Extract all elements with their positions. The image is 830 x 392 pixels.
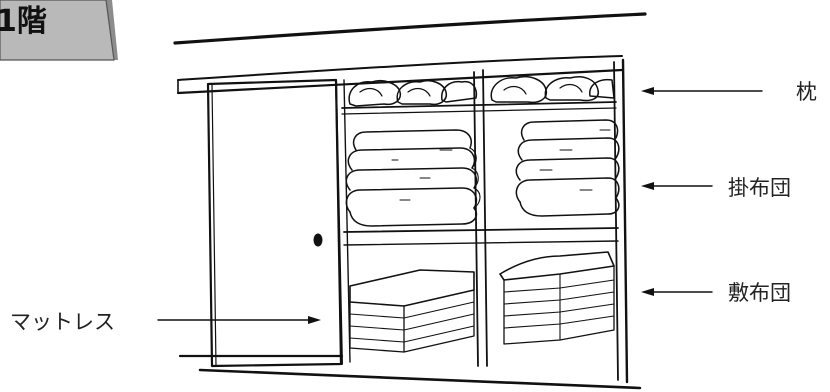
pillow-label: 枕	[796, 80, 817, 104]
ceiling	[175, 14, 645, 93]
closet-frame	[180, 60, 640, 388]
mattress-label: マットレス	[10, 310, 115, 334]
pillow-arrow	[641, 87, 762, 95]
futon-label: 敷布団	[728, 281, 791, 305]
mattress-arrow	[158, 316, 321, 324]
door-handle	[314, 234, 323, 247]
callout-arrows	[158, 87, 762, 324]
sliding-door	[208, 80, 341, 366]
futons	[500, 252, 614, 344]
comforter-arrow	[641, 182, 712, 190]
comforters	[346, 120, 618, 226]
futon-arrow	[641, 288, 712, 296]
mattress	[350, 270, 474, 352]
floor-tab-label: 1階	[0, 4, 47, 39]
comforter-label: 掛布団	[728, 176, 791, 200]
floor-tab: 1階	[0, 0, 118, 60]
